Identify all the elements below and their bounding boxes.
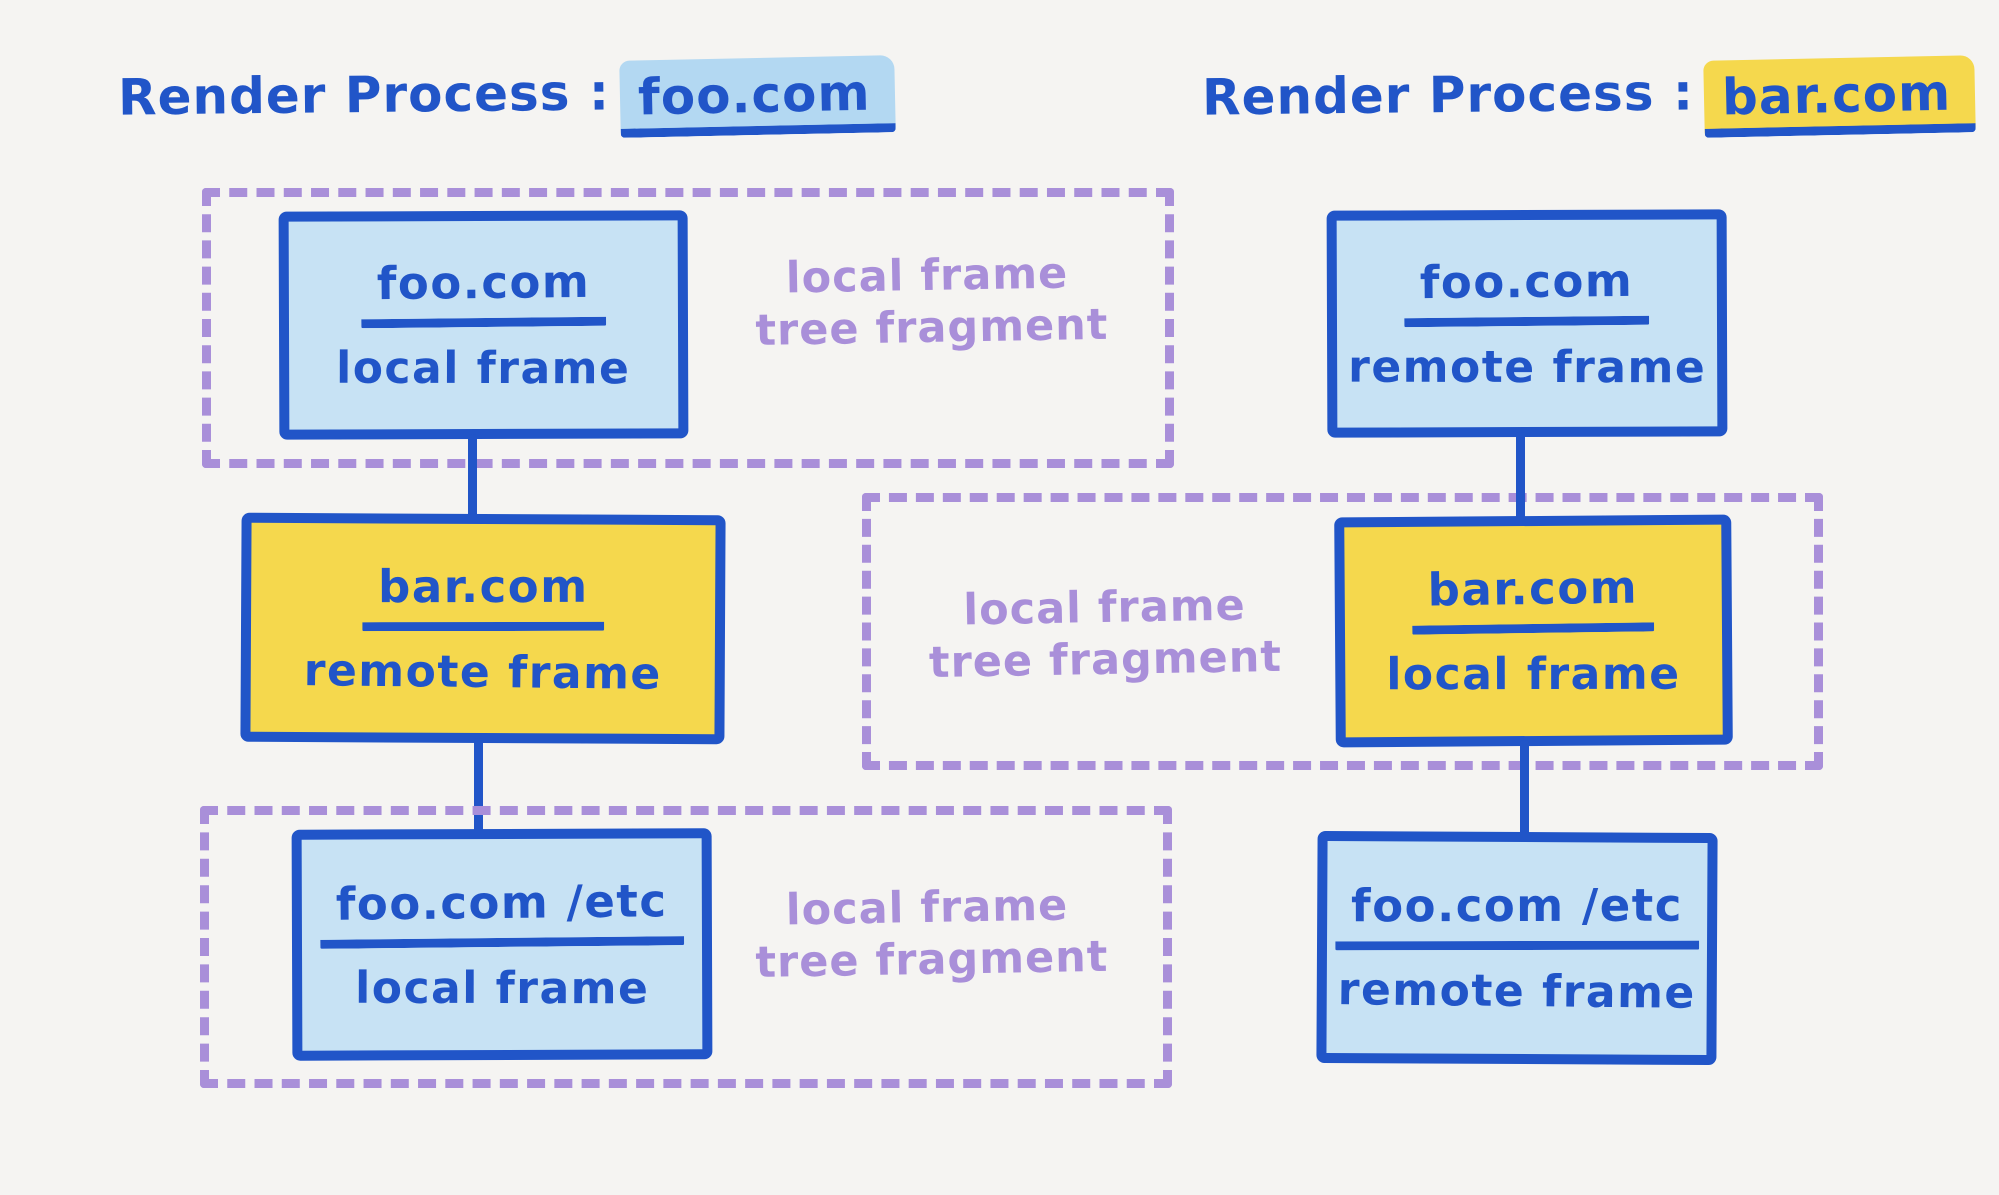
node-origin-label: foo.com /etc [1335,878,1700,951]
left-top-fragment-label: local frame tree fragment [754,247,1109,358]
left-process-domain-highlight: foo.com [619,55,896,138]
node-origin-label: bar.com [1411,560,1655,635]
right-process-title-prefix: Render Process : [1201,63,1695,127]
right-middle-fragment-outline [862,493,1823,770]
node-frame-type-label: local frame [354,962,650,1014]
right-connector-top-middle [1516,432,1525,524]
node-frame-type-label: local frame [336,342,631,395]
node-frame-type-label: remote frame [1337,964,1697,1019]
left-process-title: Render Process :foo.com [117,55,896,138]
left-top-node-foo-local-frame: foo.com local frame [278,210,689,440]
node-frame-type-label: remote frame [303,644,663,700]
node-origin-label: foo.com [360,254,607,329]
right-bottom-node-fooetc-remote-frame: foo.com /etc remote frame [1316,830,1718,1066]
left-connector-top-middle [468,434,477,520]
left-bottom-fragment-label: local frame tree fragment [754,879,1109,990]
node-origin-label: foo.com /etc [319,873,685,949]
fragment-label-line2: tree fragment [755,932,1109,989]
fragment-label-line2: tree fragment [928,632,1283,689]
fragment-label-line1: local frame [962,580,1247,636]
right-middle-fragment-label: local frame tree fragment [924,579,1286,690]
node-origin-label: bar.com [361,559,605,631]
fragment-label-line1: local frame [785,248,1069,304]
right-middle-node-bar-local-frame: bar.com local frame [1334,514,1733,748]
right-connector-middle-bottom [1520,740,1529,838]
left-connector-middle-bottom [474,738,483,834]
left-top-fragment-outline [202,188,1174,468]
right-top-node-foo-remote-frame: foo.com remote frame [1326,209,1728,438]
node-frame-type-label: remote frame [1348,341,1707,393]
left-bottom-node-fooetc-local-frame: foo.com /etc local frame [291,828,713,1061]
fragment-label-line2: tree fragment [755,300,1109,357]
left-middle-node-bar-remote-frame: bar.com remote frame [240,512,726,745]
node-frame-type-label: local frame [1386,648,1681,701]
node-origin-label: foo.com [1403,253,1650,327]
fragment-label-line1: local frame [785,880,1069,936]
right-process-domain-highlight: bar.com [1703,55,1976,138]
left-bottom-fragment-outline [200,806,1172,1088]
right-process-title: Render Process :bar.com [1201,55,1976,138]
left-process-title-prefix: Render Process : [117,63,611,127]
